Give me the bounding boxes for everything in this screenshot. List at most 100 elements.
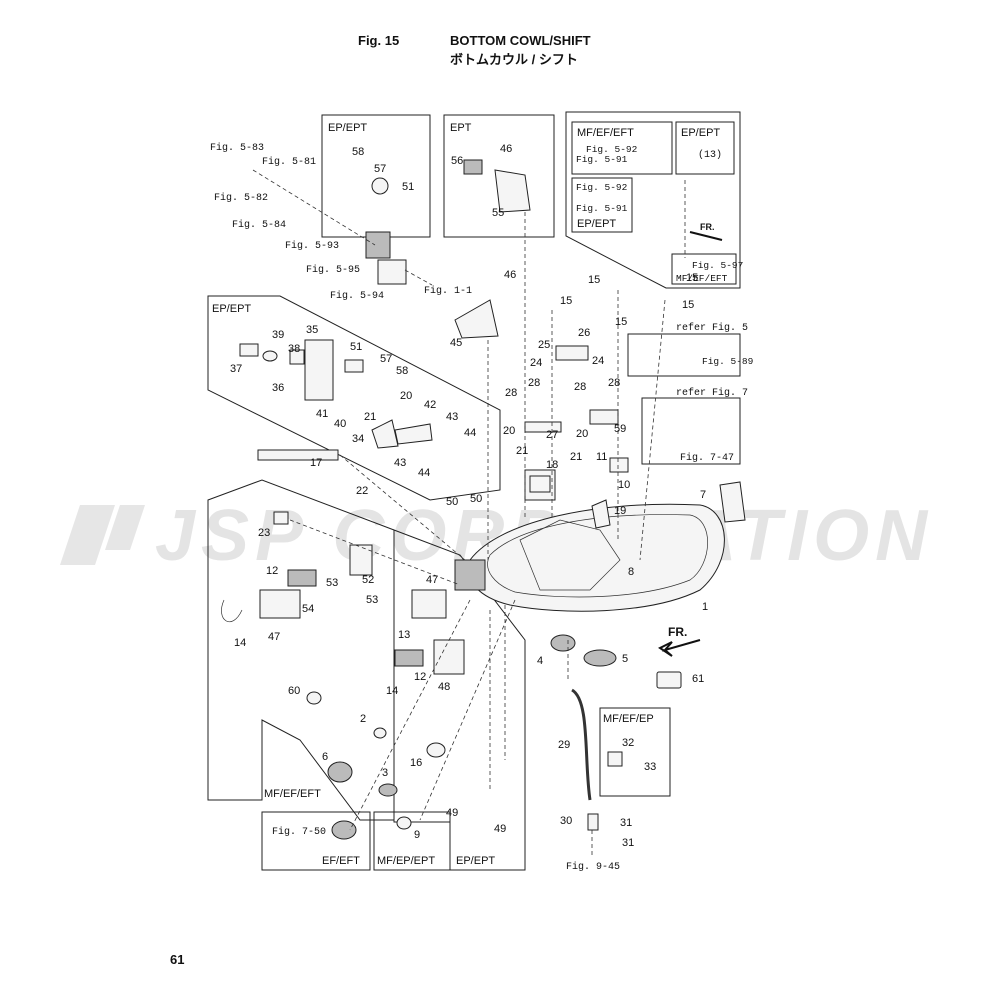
ref-fig5-92b: Fig. 5-92: [576, 182, 628, 193]
part-56: [463, 159, 483, 175]
callout-46b: 46: [504, 269, 516, 281]
callout-36: 36: [272, 382, 284, 394]
callout-38: 38: [288, 343, 300, 355]
part-10: [609, 457, 629, 473]
callout-9: 9: [414, 829, 420, 841]
part-60: [306, 691, 322, 705]
box-mf-ef-eft-tag: [671, 253, 737, 285]
box-upper-right-inset: [565, 111, 741, 289]
part-16: [426, 742, 446, 758]
callout-28b: 28: [528, 377, 540, 389]
callout-group: 58 57 51 46 56 55 46 45 15 15 15 15 15 2…: [230, 143, 708, 849]
part-5: [583, 649, 617, 667]
part-14: [221, 599, 243, 622]
part-18: [529, 475, 551, 493]
callout-50a: 50: [446, 496, 458, 508]
shift-lever-part: [365, 231, 391, 259]
callout-28a: 28: [505, 387, 517, 399]
box-ep-ept-mid-label: EP/EPT: [212, 303, 251, 315]
box-refer-fig7: [641, 397, 741, 465]
part-4: [550, 634, 576, 652]
callout-47b: 47: [268, 631, 280, 643]
ref-refer-fig5: refer Fig. 5: [676, 322, 748, 334]
box-mf-ef-eft-tag-label: MF/EF/EFT: [676, 273, 728, 284]
callout-17: 17: [310, 457, 322, 469]
callout-4: 4: [537, 655, 543, 667]
bracket-part: [377, 259, 407, 285]
callout-50b: 50: [470, 493, 482, 505]
box-ep-ept-top-label: EP/EPT: [328, 122, 367, 134]
callout-56: 56: [451, 155, 463, 167]
part-19: [591, 499, 611, 529]
part-59: [589, 409, 619, 425]
box-ep-ept-mid: [207, 295, 501, 501]
callout-58b: 58: [396, 365, 408, 377]
callout-43a: 43: [446, 411, 458, 423]
ref-fig9-45: Fig. 9-45: [566, 861, 620, 873]
callout-22: 22: [356, 485, 368, 497]
dash-line-14: [419, 599, 516, 821]
part-ef-eft-grommet: [331, 820, 357, 840]
ref-paren-13: (13): [698, 149, 722, 161]
callout-42: 42: [424, 399, 436, 411]
part-29: [571, 688, 592, 801]
fr-arrow-small: [689, 231, 723, 241]
callout-14b: 14: [386, 685, 398, 697]
callout-8: 8: [628, 566, 634, 578]
part-45: [454, 299, 499, 339]
ref-fig5-91a: Fig. 5-91: [576, 154, 628, 165]
box-ep-ept-inset2: [571, 177, 633, 233]
part-42: [394, 423, 433, 445]
ref-fig5-94: Fig. 5-94: [330, 290, 384, 302]
fr-label-large: FR.: [668, 625, 687, 639]
ref-fig1-1: Fig. 1-1: [424, 285, 472, 297]
box-ep-ept-inset-label: EP/EPT: [681, 127, 720, 139]
callout-57a: 57: [374, 163, 386, 175]
callout-28c: 28: [574, 381, 586, 393]
callout-49b: 49: [494, 823, 506, 835]
callout-43b: 43: [394, 457, 406, 469]
part-51b: [344, 359, 364, 373]
callout-52: 52: [362, 574, 374, 586]
part-37: [239, 343, 259, 357]
ref-fig5-95: Fig. 5-95: [306, 264, 360, 276]
dash-line-7: [639, 299, 666, 561]
box-mf-ef-eft-bottom-label: MF/EF/EFT: [264, 788, 321, 800]
part-17: [257, 449, 339, 461]
box-ef-eft-label: EF/EFT: [322, 855, 360, 867]
callout-59: 59: [614, 423, 626, 435]
page-number: 61: [170, 952, 185, 967]
part-9: [396, 816, 412, 830]
callout-58a: 58: [352, 146, 364, 158]
callout-34: 34: [352, 433, 364, 445]
box-mf-ef-ep: [599, 707, 671, 797]
callout-12a: 12: [266, 565, 278, 577]
part-6: [327, 761, 353, 783]
part-30: [587, 813, 599, 831]
part-3: [378, 783, 398, 797]
ref-refer-fig7: refer Fig. 7: [676, 387, 748, 399]
callout-55: 55: [492, 207, 504, 219]
callout-25: 25: [538, 339, 550, 351]
callout-28d: 28: [608, 377, 620, 389]
ref-fig7-47: Fig. 7-47: [680, 452, 734, 464]
callout-20a: 20: [400, 390, 412, 402]
callout-33: 33: [644, 761, 656, 773]
ref-fig5-97: Fig. 5-97: [692, 260, 743, 271]
callout-39: 39: [272, 329, 284, 341]
callout-49a: 49: [446, 807, 458, 819]
box-mf-ef-ep-label: MF/EF/EP: [603, 713, 654, 725]
bottom-cowl-rim: [487, 514, 708, 598]
part-38: [289, 349, 305, 365]
callout-20b: 20: [503, 425, 515, 437]
callout-31b: 31: [622, 837, 634, 849]
callout-11: 11: [596, 451, 607, 463]
bottom-cowl-front-block: [454, 559, 486, 591]
ref-fig5-84: Fig. 5-84: [232, 219, 286, 231]
callout-13: 13: [398, 629, 410, 641]
part-24: [555, 345, 589, 361]
dash-line-2: [404, 269, 433, 286]
box-mf-ef-eft-inset: [571, 121, 673, 175]
callout-21c: 21: [570, 451, 582, 463]
